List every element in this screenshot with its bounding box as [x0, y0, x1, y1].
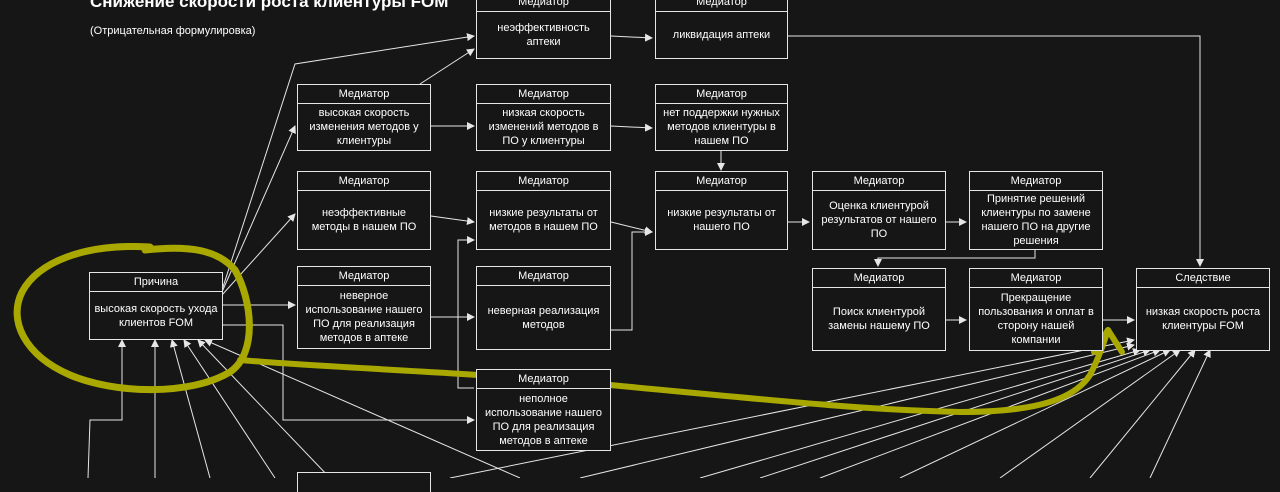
node-text: высокая скорость изменения методов у кли…	[309, 107, 419, 147]
node-text: Поиск клиентурой замены нашему ПО	[828, 306, 930, 332]
edge-in-cause-1	[87, 339, 126, 478]
node-header: Медиатор	[813, 172, 945, 191]
node-evaluation[interactable]: Медиатор Оценка клиентурой результатов о…	[812, 171, 946, 250]
node-text: низкая скорость изменений методов в ПО у…	[488, 107, 599, 147]
node-text: неэффективность аптеки	[497, 22, 590, 48]
node-text: низкие результаты от нашего ПО	[667, 207, 776, 233]
node-text: низкие результаты от методов в нашем ПО	[489, 207, 598, 233]
node-header: Медиатор	[298, 267, 430, 286]
node-header: Причина	[90, 273, 222, 292]
node-header: Медиатор	[813, 269, 945, 288]
node-search-replacement[interactable]: Медиатор Поиск клиентурой замены нашему …	[812, 268, 946, 351]
edge-in-effect-7	[999, 349, 1181, 478]
highlight-arrow-line	[237, 327, 1111, 415]
edge-ineff-pharm-liquidation	[610, 33, 653, 42]
edge-in-effect-6	[899, 349, 1171, 478]
edge-in-effect-9	[1149, 349, 1211, 478]
node-header: Следствие	[1137, 269, 1269, 288]
node-text: Принятие решений клиентуры по замене наш…	[981, 193, 1091, 247]
node-effect[interactable]: Следствие низкая скорость роста клиентур…	[1136, 268, 1270, 351]
edge-decision-search	[874, 250, 1036, 267]
node-header: Медиатор	[477, 85, 610, 104]
node-wrong-implementation[interactable]: Медиатор неверная реализация методов	[476, 266, 611, 350]
edge-in-effect-3	[699, 348, 1141, 478]
edge-liquidation-effect	[787, 35, 1204, 267]
node-text: неверная реализация методов	[487, 304, 600, 331]
node-text: Прекращение пользования и оплат в сторон…	[978, 292, 1094, 346]
node-header: Медиатор	[970, 269, 1102, 288]
node-header: Медиатор	[656, 85, 787, 104]
node-text: низкая скорость роста клиентуры FOM	[1145, 306, 1261, 332]
node-ineff-pharmacy[interactable]: Медиатор неэффективность аптеки	[476, 0, 611, 59]
edge-wrong-impl-low-res-software	[611, 228, 653, 331]
node-header: Медиатор	[656, 172, 787, 191]
edges	[87, 33, 1211, 478]
node-partial-bottom[interactable]	[297, 472, 431, 492]
node-text: нет поддержки нужных методов клиентуры в…	[663, 107, 780, 147]
node-partial-usage[interactable]: Медиатор неполное использование нашего П…	[476, 369, 611, 451]
edge-high-speed-ineff-pharm	[419, 48, 475, 85]
node-header: Медиатор	[477, 0, 610, 12]
edge-in-cause-3	[170, 339, 211, 478]
edge-in-cause-5	[197, 339, 331, 478]
edge-cause-ineff-methods	[221, 213, 296, 296]
node-header: Медиатор	[477, 267, 610, 286]
node-no-support[interactable]: Медиатор нет поддержки нужных методов кл…	[655, 84, 788, 151]
node-ineff-methods[interactable]: Медиатор неэффективные методы в нашем ПО	[297, 171, 431, 250]
edge-partial-low-res-methods	[457, 236, 475, 389]
node-header: Медиатор	[970, 172, 1102, 191]
node-low-speed[interactable]: Медиатор низкая скорость изменений метод…	[476, 84, 611, 151]
node-text: неверное использование нашего ПО для реа…	[305, 290, 423, 344]
node-liquidation[interactable]: Медиатор ликвидация аптеки	[655, 0, 788, 59]
edge-in-effect-2	[579, 342, 1135, 478]
node-high-speed[interactable]: Медиатор высокая скорость изменения мето…	[297, 84, 431, 151]
node-text: высокая скорость ухода клиентов FOM	[94, 302, 218, 329]
edge-ineff-methods-low-res-methods	[430, 215, 475, 225]
diagram-canvas	[13, 33, 1211, 478]
edge-in-effect-1	[449, 337, 1135, 478]
node-text: неполное использование нашего ПО для реа…	[485, 392, 602, 447]
edge-low-speed-no-support	[610, 123, 653, 132]
node-header: Медиатор	[477, 172, 610, 191]
edge-in-effect-8	[1089, 349, 1196, 478]
node-low-results-methods[interactable]: Медиатор низкие результаты от методов в …	[476, 171, 611, 250]
node-wrong-usage[interactable]: Медиатор неверное использование нашего П…	[297, 266, 431, 349]
diagram-subtitle: (Отрицательная формулировка)	[90, 25, 256, 37]
node-decision[interactable]: Медиатор Принятие решений клиентуры по з…	[969, 171, 1103, 250]
node-text: неэффективные методы в нашем ПО	[311, 207, 417, 233]
edge-in-cause-4	[183, 339, 276, 478]
edge-low-res-methods-low-res-software	[610, 221, 653, 235]
node-stop-usage[interactable]: Медиатор Прекращение пользования и оплат…	[969, 268, 1103, 351]
node-header: Медиатор	[477, 370, 610, 389]
node-header: Медиатор	[656, 0, 787, 12]
node-low-results-software[interactable]: Медиатор низкие результаты от нашего ПО	[655, 171, 788, 250]
highlight-ellipse	[13, 242, 253, 394]
node-header: Медиатор	[298, 172, 430, 191]
node-header: Медиатор	[298, 85, 430, 104]
diagram-title: Снижение скорости роста клиентуры FOM	[90, 0, 449, 11]
node-cause[interactable]: Причина высокая скорость ухода клиентов …	[89, 272, 223, 340]
node-text: ликвидация аптеки	[672, 29, 771, 41]
edge-cause-ineff-pharm	[221, 33, 475, 291]
node-text: Оценка клиентурой результатов от нашего …	[821, 200, 937, 240]
